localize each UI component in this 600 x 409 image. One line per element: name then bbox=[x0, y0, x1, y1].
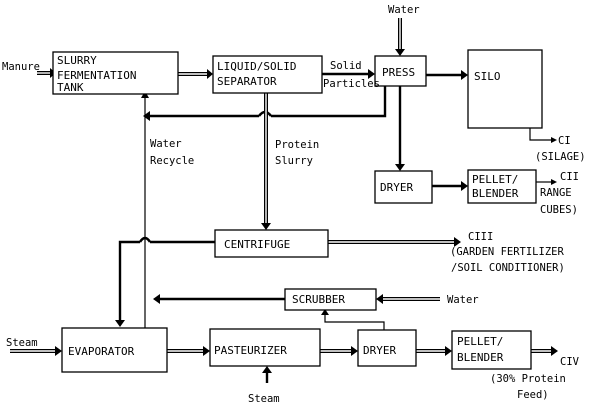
label-water-recycle-1: Water bbox=[150, 138, 182, 150]
flow-press-to-silo bbox=[426, 70, 468, 80]
flow-pellet-to-cii bbox=[536, 179, 557, 185]
svg-text:CENTRIFUGE: CENTRIFUGE bbox=[224, 238, 290, 251]
label-steam-left: Steam bbox=[6, 337, 38, 349]
svg-text:SCRUBBER: SCRUBBER bbox=[292, 293, 345, 306]
svg-text:BLENDER: BLENDER bbox=[472, 187, 519, 200]
label-cii-1: CII bbox=[560, 171, 579, 183]
svg-text:EVAPORATOR: EVAPORATOR bbox=[68, 345, 135, 358]
box-scrubber: SCRUBBER bbox=[284, 288, 377, 311]
box-slurry-fermentation-tank: SLURRY FERMENTATION TANK bbox=[52, 51, 179, 95]
box-silo: SILO bbox=[467, 49, 543, 129]
flow-tank-to-separator bbox=[178, 69, 213, 79]
labels: Manure Water Solid Particles Water Recyc… bbox=[2, 4, 586, 405]
label-cii-3: CUBES) bbox=[540, 204, 578, 216]
flow-separator-to-centrifuge bbox=[261, 93, 271, 230]
label-manure: Manure bbox=[2, 61, 40, 73]
flow-centrifuge-to-ciii bbox=[328, 237, 461, 247]
svg-text:PELLET/: PELLET/ bbox=[457, 335, 503, 348]
flow-pellet-to-civ bbox=[531, 346, 558, 356]
flow-evaporator-to-pasteurizer bbox=[167, 346, 210, 356]
svg-text:TANK: TANK bbox=[57, 81, 84, 94]
box-press: PRESS bbox=[374, 55, 427, 87]
label-water-recycle-2: Recycle bbox=[150, 155, 194, 167]
svg-text:BLENDER: BLENDER bbox=[457, 351, 504, 364]
flow-steam-to-evaporator bbox=[10, 346, 62, 356]
flow-water-recycle bbox=[141, 91, 149, 328]
svg-text:PELLET/: PELLET/ bbox=[472, 173, 518, 186]
flow-dryer-to-pellet-bottom bbox=[416, 346, 452, 356]
label-civ-3: Feed) bbox=[517, 389, 549, 401]
label-cii-2: RANGE bbox=[540, 187, 572, 199]
label-civ-1: CIV bbox=[560, 356, 580, 368]
label-solid-particles-1: Solid bbox=[330, 60, 362, 72]
flow-water-to-press bbox=[395, 18, 405, 56]
flow-dryer-to-pellet-top bbox=[432, 181, 468, 191]
box-dryer-top: DRYER bbox=[374, 170, 433, 204]
svg-text:DRYER: DRYER bbox=[363, 344, 396, 357]
flow-separator-to-press bbox=[322, 69, 375, 79]
svg-text:PASTEURIZER: PASTEURIZER bbox=[214, 344, 287, 357]
flow-scrubber-return bbox=[153, 294, 285, 304]
flow-pasteurizer-to-dryer bbox=[320, 346, 358, 356]
label-water-right: Water bbox=[447, 294, 479, 306]
label-solid-particles-2: Particles bbox=[323, 78, 380, 90]
box-pasteurizer: PASTEURIZER bbox=[209, 328, 321, 367]
flow-dryer-to-scrubber bbox=[321, 309, 385, 330]
label-steam-bottom: Steam bbox=[248, 393, 280, 405]
svg-text:FERMENTATION: FERMENTATION bbox=[57, 69, 136, 82]
box-liquid-solid-separator: LIQUID/SOLID SEPARATOR bbox=[212, 55, 323, 94]
box-pellet-blender-top: PELLET/ BLENDER bbox=[467, 169, 537, 204]
flow-water-to-scrubber bbox=[376, 294, 441, 304]
label-ciii-3: /SOIL CONDITIONER) bbox=[451, 262, 565, 274]
label-ci-2: (SILAGE) bbox=[535, 151, 586, 163]
svg-text:PRESS: PRESS bbox=[382, 66, 415, 79]
box-centrifuge: CENTRIFUGE bbox=[214, 229, 329, 258]
label-water-top: Water bbox=[388, 4, 420, 16]
box-dryer-bottom: DRYER bbox=[357, 329, 417, 367]
label-civ-2: (30% Protein bbox=[490, 373, 566, 385]
label-ciii-2: (GARDEN FERTILIZER bbox=[450, 246, 564, 258]
flow-centrifuge-to-evaporator bbox=[115, 236, 215, 327]
flow-press-to-dryer bbox=[395, 86, 405, 171]
label-protein-slurry-2: Slurry bbox=[275, 155, 313, 167]
label-ciii-1: CIII bbox=[468, 231, 493, 243]
svg-text:SEPARATOR: SEPARATOR bbox=[217, 75, 277, 88]
svg-text:SILO: SILO bbox=[474, 70, 501, 83]
flow-silo-to-ci bbox=[529, 128, 557, 143]
box-evaporator: EVAPORATOR bbox=[61, 327, 168, 373]
svg-text:LIQUID/SOLID: LIQUID/SOLID bbox=[217, 60, 296, 73]
connectors bbox=[10, 18, 558, 383]
label-ci-1: CI bbox=[558, 135, 571, 147]
svg-text:SLURRY: SLURRY bbox=[57, 54, 97, 67]
flow-steam-to-pasteurizer bbox=[262, 366, 272, 383]
label-protein-slurry-1: Protein bbox=[275, 139, 319, 151]
svg-text:DRYER: DRYER bbox=[380, 181, 413, 194]
box-pellet-blender-bottom: PELLET/ BLENDER bbox=[451, 330, 532, 370]
